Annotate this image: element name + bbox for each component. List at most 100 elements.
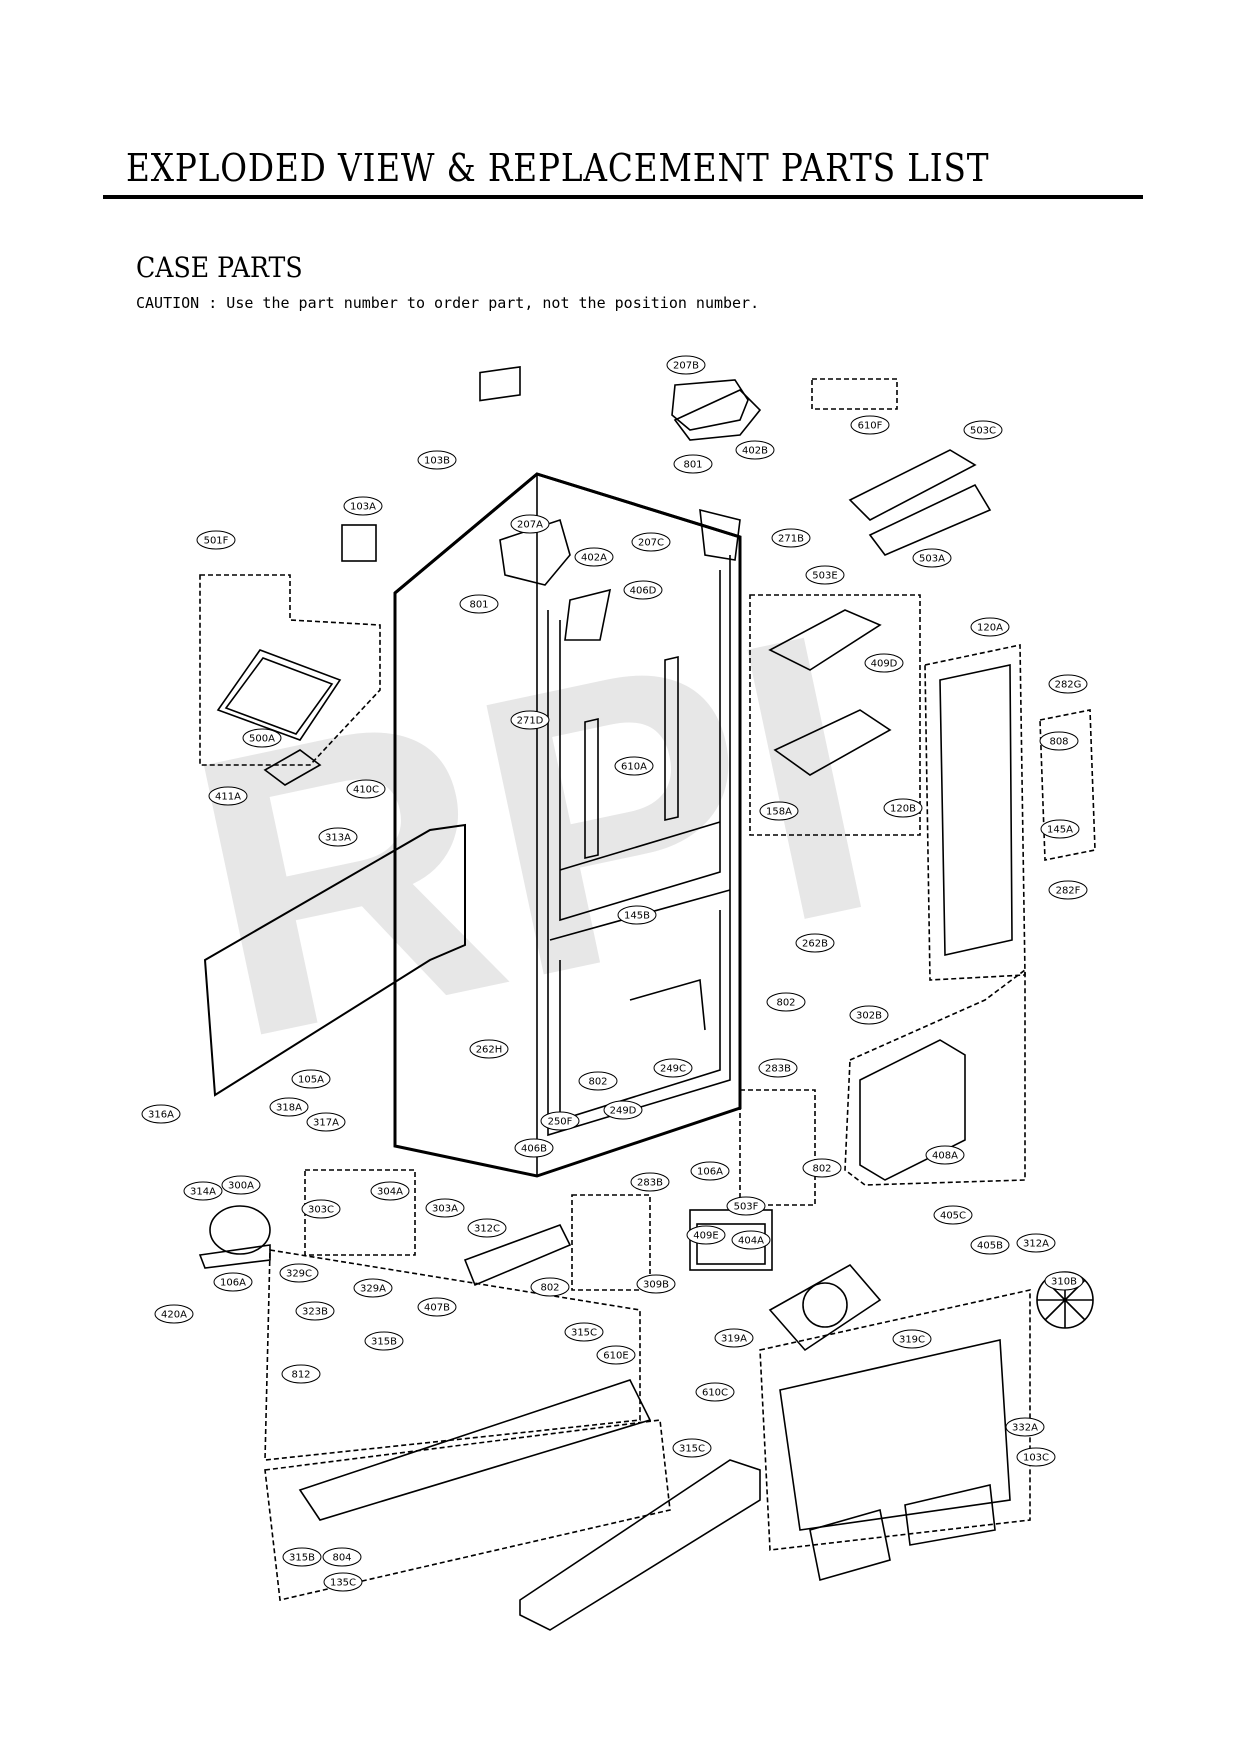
part-label: 332A (1005, 1417, 1045, 1437)
part-label: 404A (731, 1230, 771, 1250)
part-label-text: 120B (890, 804, 916, 815)
part-label: 812 (281, 1364, 321, 1384)
part-label: 402B (735, 440, 775, 460)
part-label-text: 319C (899, 1335, 925, 1346)
part-label-text: 406D (630, 586, 657, 597)
page-title: EXPLODED VIEW & REPLACEMENT PARTS LIST (126, 146, 990, 190)
part-label-callout (469, 1039, 509, 1059)
part-label-callout (883, 798, 923, 818)
part-label: 808 (1039, 731, 1079, 751)
part-label: 249D (603, 1100, 643, 1120)
part-label-callout (617, 905, 657, 925)
part-label-callout (540, 1111, 580, 1131)
part-label-callout (213, 1272, 253, 1292)
part-label: 802 (578, 1071, 618, 1091)
part-label-text: 262H (476, 1045, 503, 1056)
part-label-callout (805, 565, 845, 585)
part-label-text: 106A (220, 1278, 246, 1289)
part-label-text: 610A (621, 762, 647, 773)
part-label: 303C (301, 1199, 341, 1219)
part-label: 402A (574, 547, 614, 567)
part-label-text: 812 (291, 1370, 310, 1381)
part-label-text: 316A (148, 1110, 174, 1121)
part-label-callout (221, 1175, 261, 1195)
part-label: 103A (343, 496, 383, 516)
part-label-callout (425, 1198, 465, 1218)
part-label: 283B (758, 1058, 798, 1078)
part-label-text: 503F (734, 1202, 759, 1213)
part-label-text: 402B (742, 446, 768, 457)
part-label: 145B (617, 905, 657, 925)
part-label: 103B (417, 450, 457, 470)
part-label-callout (279, 1263, 319, 1283)
part-label-callout (614, 756, 654, 776)
part-label: 319A (714, 1328, 754, 1348)
part-label: 271D (510, 710, 550, 730)
part-label-callout (666, 355, 706, 375)
part-label: 207C (631, 532, 671, 552)
part-label: 801 (673, 454, 713, 474)
part-label-text: 808 (1049, 737, 1068, 748)
part-label: 316A (141, 1104, 181, 1124)
part-label: 106A (213, 1272, 253, 1292)
part-label-text: 283B (765, 1064, 791, 1075)
part-label-callout (322, 1547, 362, 1567)
part-label: 304A (370, 1181, 410, 1201)
part-label-text: 282G (1055, 680, 1082, 691)
part-label-callout (970, 617, 1010, 637)
part-label: 312C (467, 1218, 507, 1238)
part-label: 262B (795, 933, 835, 953)
part-label-text: 405C (940, 1211, 966, 1222)
part-label-text: 500A (249, 734, 275, 745)
part-label-text: 319A (721, 1334, 747, 1345)
part-label-text: 262B (802, 939, 828, 950)
part-label: 300A (221, 1175, 261, 1195)
cabinet-body (393, 472, 742, 1178)
part-label-text: 106A (697, 1167, 723, 1178)
part-label-callout (183, 1181, 223, 1201)
part-label: 105A (291, 1069, 331, 1089)
part-label-text: 313A (325, 833, 351, 844)
part-label-text: 323B (302, 1307, 328, 1318)
section-title: CASE PARTS (136, 251, 303, 284)
part-label-text: 411A (215, 792, 241, 803)
part-label: 271B (771, 528, 811, 548)
part-label: 801 (459, 594, 499, 614)
part-label-text: 503C (970, 426, 996, 437)
part-label-text: 410C (353, 785, 379, 796)
part-label-callout (795, 933, 835, 953)
part-label-callout (196, 530, 236, 550)
part-label-text: 103C (1023, 1453, 1049, 1464)
part-label-callout (417, 450, 457, 470)
part-label-callout (925, 1145, 965, 1165)
part-label-callout (1005, 1417, 1045, 1437)
part-label-text: 250F (548, 1117, 573, 1128)
part-label-text: 404A (738, 1236, 764, 1247)
part-label: 207B (666, 355, 706, 375)
part-label: 804 (322, 1547, 362, 1567)
part-label-text: 105A (298, 1075, 324, 1086)
part-label-callout (758, 1058, 798, 1078)
part-label: 303A (425, 1198, 465, 1218)
part-label-text: 309B (643, 1280, 669, 1291)
part-label: 409D (864, 653, 904, 673)
part-label-callout (208, 786, 248, 806)
part-label-callout (892, 1329, 932, 1349)
part-label-callout (850, 415, 890, 435)
part-label-callout (295, 1301, 335, 1321)
part-label: 135C (323, 1572, 363, 1592)
part-label-text: 409E (693, 1231, 718, 1242)
part-label: 407B (417, 1297, 457, 1317)
part-label-text: 802 (812, 1164, 831, 1175)
part-label-callout (323, 1572, 363, 1592)
part-label: 262H (469, 1039, 509, 1059)
part-label: 408A (925, 1145, 965, 1165)
part-label-text: 802 (540, 1283, 559, 1294)
part-label-text: 801 (469, 600, 488, 611)
part-label: 329C (279, 1263, 319, 1283)
part-label: 315C (564, 1322, 604, 1342)
part-label: 250F (540, 1111, 580, 1131)
part-label-callout (864, 653, 904, 673)
part-label-callout (530, 1277, 570, 1297)
part-label-callout (636, 1274, 676, 1294)
